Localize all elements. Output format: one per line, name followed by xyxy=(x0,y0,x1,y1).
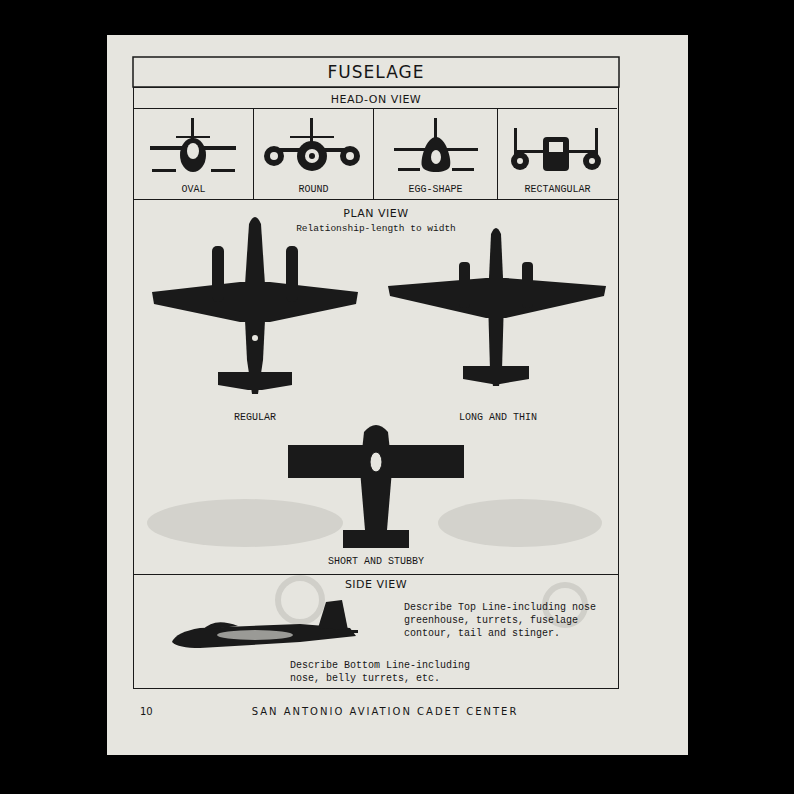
shape-cell: EGG-SHAPE xyxy=(374,108,498,199)
instruction-note: Describe Top Line-including nose greenho… xyxy=(404,601,616,640)
head-on-silhouettes xyxy=(150,118,601,172)
type-caption: LONG AND THIN xyxy=(459,412,537,423)
type-caption: SHORT AND STUBBY xyxy=(328,556,424,567)
shape-cell: RECTANGULAR xyxy=(498,108,617,199)
shape-caption: OVAL xyxy=(134,184,253,195)
shape-caption: EGG-SHAPE xyxy=(374,184,497,195)
shape-caption: RECTANGULAR xyxy=(498,184,617,195)
page-number: 10 xyxy=(140,706,153,717)
type-caption: REGULAR xyxy=(234,412,276,423)
plan-silhouettes xyxy=(152,217,606,548)
shape-cell: ROUND xyxy=(254,108,374,199)
title-box xyxy=(133,57,619,87)
page-title: FUSELAGE xyxy=(328,62,425,82)
panel-heading: Relationship-length to width xyxy=(134,223,618,234)
view-panel: PLAN VIEW Relationship-length to width xyxy=(133,200,619,575)
paper-sheet xyxy=(107,35,688,755)
footer-text: SAN ANTONIO AVIATION CADET CENTER xyxy=(252,706,519,717)
panel-heading: PLAN VIEW xyxy=(134,207,618,220)
view-panel: OVALROUNDEGG-SHAPERECTANGULAR HEAD-ON VIE… xyxy=(133,87,619,200)
instruction-note: Describe Bottom Line-including nose, bel… xyxy=(290,659,490,685)
view-panel: SIDE VIEW Describe Top Line-including nos… xyxy=(133,575,619,689)
panel-heading: HEAD-ON VIEW xyxy=(134,93,618,106)
panel-heading: SIDE VIEW xyxy=(134,578,618,591)
shape-cell: OVAL xyxy=(134,108,254,199)
shape-caption: ROUND xyxy=(254,184,373,195)
side-silhouette xyxy=(172,600,358,648)
